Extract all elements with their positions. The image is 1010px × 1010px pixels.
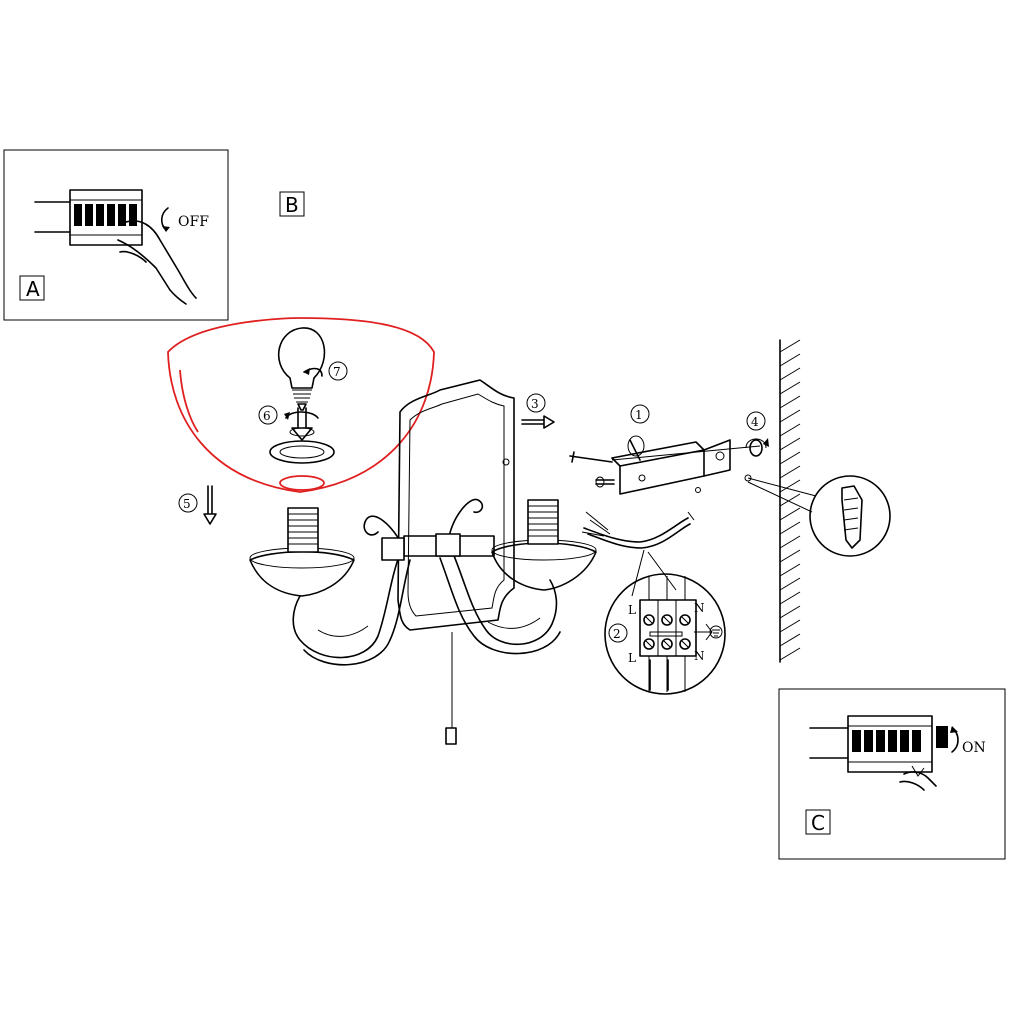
wall-plug-detail <box>744 474 891 557</box>
panel-c-letter: C <box>811 811 825 835</box>
step-3-arrow <box>521 415 555 429</box>
off-label: OFF <box>178 214 209 230</box>
right-cup <box>491 542 597 591</box>
left-socket <box>287 507 319 553</box>
terminal-label-neutral-bottom: N <box>694 649 705 663</box>
step-4-marker <box>746 411 766 431</box>
bracket-screw <box>569 451 613 463</box>
step-1-marker <box>630 404 650 424</box>
left-cup <box>249 550 355 597</box>
terminal-label-live-top: L <box>628 603 636 617</box>
step-7-marker <box>328 361 348 381</box>
panel-b-letter-box <box>279 191 305 217</box>
step-3-label: 3 <box>531 397 539 411</box>
step-3-marker <box>526 393 546 413</box>
wall-lamp <box>249 379 597 745</box>
breaker-box-off <box>34 189 197 305</box>
wall <box>779 339 801 663</box>
mounting-bracket <box>569 435 761 495</box>
shade-bottom-ring <box>279 475 325 491</box>
right-socket <box>527 499 559 545</box>
left-arm <box>292 515 403 659</box>
terminal-block-detail: L N L N <box>604 549 726 695</box>
earth-icon <box>709 625 723 639</box>
breaker-box-on <box>809 715 948 791</box>
panel-c-frame <box>778 688 1006 860</box>
right-arm <box>447 498 558 646</box>
step-6-marker <box>258 405 278 425</box>
step-2-marker <box>608 623 628 643</box>
supply-cable <box>583 517 691 549</box>
panel-c-letter-box <box>805 809 831 835</box>
step-5-label: 5 <box>183 497 191 511</box>
panel-a-letter: A <box>26 277 40 301</box>
on-label: ON <box>962 740 986 756</box>
step-5-marker <box>178 493 198 513</box>
panel-a-switch-off: OFF A <box>3 149 229 321</box>
step-4-label: 4 <box>751 415 759 429</box>
bulb <box>277 327 326 411</box>
glass-shade <box>167 317 435 493</box>
step-2-label: 2 <box>613 627 621 641</box>
terminal-label-neutral-top: N <box>694 601 705 615</box>
back-plate <box>397 379 515 631</box>
mounting-nut <box>745 438 769 457</box>
step-7-label: 7 <box>333 365 341 379</box>
wall-plug-icon <box>841 485 863 549</box>
panel-b-label: B <box>279 191 305 217</box>
panel-c-switch-on: ON C <box>778 688 1006 860</box>
shade-ring <box>269 407 335 464</box>
down-arrow-ring <box>291 407 313 441</box>
panel-b-letter: B <box>285 193 299 217</box>
step-6-label: 6 <box>263 409 271 423</box>
pull-cord-weight <box>445 727 457 745</box>
step-1-label: 1 <box>635 408 643 422</box>
rotate-arrow-ring <box>285 411 319 419</box>
step-5-arrow <box>203 485 217 525</box>
terminal-label-live-bottom: L <box>628 651 636 665</box>
panel-a-frame <box>3 149 229 321</box>
panel-a-letter-box <box>19 275 45 301</box>
